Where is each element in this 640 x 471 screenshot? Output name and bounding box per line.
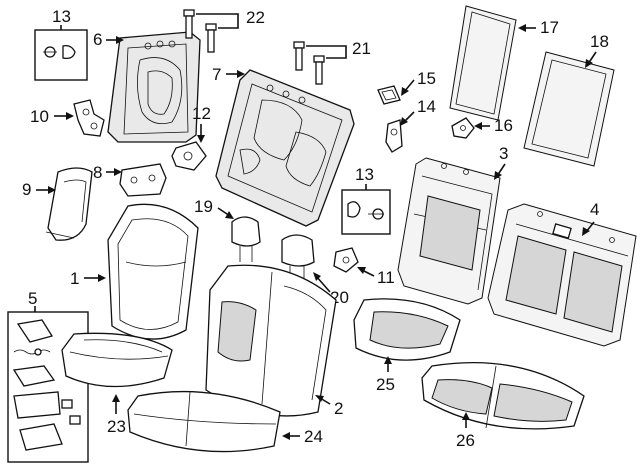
part-6-seatback-frame-left[interactable]	[107, 31, 201, 143]
callout-8: 8	[93, 163, 102, 182]
callout-24: 24	[304, 427, 323, 446]
part-26-seat-cushion-rear[interactable]	[421, 361, 585, 430]
part-1-seatback-cushion-front[interactable]	[107, 203, 199, 340]
callout-5: 5	[28, 289, 37, 308]
part-11-striker[interactable]	[333, 247, 359, 273]
part-10-latch-bracket[interactable]	[73, 99, 105, 137]
part-19-headrest-left[interactable]	[231, 216, 261, 262]
callout-23: 23	[107, 417, 126, 436]
part-23-seat-cushion-left[interactable]	[61, 332, 173, 388]
part-4-seatback-cushion-right[interactable]	[487, 203, 637, 347]
callout-15: 15	[417, 69, 436, 88]
part-24-seat-cushion-center[interactable]	[127, 390, 281, 453]
part-9-side-bolster[interactable]	[45, 167, 93, 241]
callout-2: 2	[334, 399, 343, 418]
callout-14: 14	[417, 97, 436, 116]
callout-7: 7	[212, 65, 221, 84]
callout-16: 16	[494, 116, 513, 135]
part-25-seat-cushion-right[interactable]	[353, 298, 461, 361]
callout-22: 22	[246, 8, 265, 27]
callout-18: 18	[590, 32, 609, 51]
part-7-seatback-frame-center[interactable]	[215, 69, 355, 227]
part-21-headrest-guides[interactable]	[293, 41, 347, 85]
part-14-latch[interactable]	[385, 119, 403, 153]
callout-1: 1	[70, 269, 79, 288]
callout-9: 9	[22, 180, 31, 199]
callout-12: 12	[192, 104, 211, 123]
callout-4: 4	[590, 200, 599, 219]
callout-13-middle: 13	[355, 165, 374, 184]
part-2-seatback-cushion-center[interactable]	[205, 264, 337, 417]
part-18-back-panel[interactable]	[523, 51, 615, 167]
callout-21: 21	[352, 39, 371, 58]
part-17-back-panel[interactable]	[449, 5, 517, 121]
part-16-clip[interactable]	[451, 117, 475, 139]
part-8-hinge-bracket[interactable]	[119, 163, 167, 197]
part-13-fastener-kit-right[interactable]	[341, 184, 391, 235]
callout-26: 26	[456, 431, 475, 450]
callout-3: 3	[499, 144, 508, 163]
part-13-fastener-kit-left[interactable]	[34, 25, 88, 81]
part-22-headrest-guides[interactable]	[183, 9, 239, 53]
part-3-seatback-cushion-left[interactable]	[397, 157, 501, 305]
callout-17: 17	[540, 18, 559, 37]
callout-11: 11	[377, 268, 395, 287]
callout-25: 25	[376, 375, 395, 394]
callout-6: 6	[93, 30, 102, 49]
part-5-hardware-kit[interactable]	[7, 306, 89, 463]
callout-13-top: 13	[52, 7, 71, 26]
part-12-pivot-bracket[interactable]	[171, 141, 207, 171]
callout-19: 19	[194, 197, 213, 216]
callout-10: 10	[30, 107, 49, 126]
part-15-trim-cover[interactable]	[377, 85, 401, 105]
